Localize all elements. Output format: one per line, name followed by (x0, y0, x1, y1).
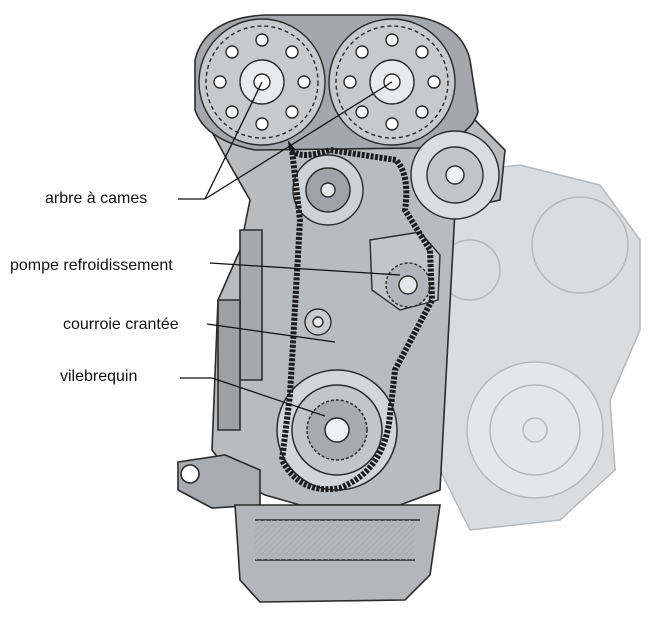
tensioner-pulley (410, 130, 500, 220)
water-pump-label: pompe refroidissement (10, 257, 173, 274)
crankshaft-label: vilebrequin (60, 368, 138, 385)
ghost-accessories (429, 164, 641, 531)
idler-pulley (292, 154, 364, 226)
belt-idler-small (304, 308, 332, 336)
camshaft-label: arbre à cames (45, 190, 148, 207)
timing-belt (278, 140, 436, 493)
crankshaft-sprocket (276, 369, 398, 491)
timing-belt-label: courroie crantée (63, 316, 179, 333)
leader-lines (178, 81, 401, 417)
water-pump-gear (369, 231, 441, 311)
